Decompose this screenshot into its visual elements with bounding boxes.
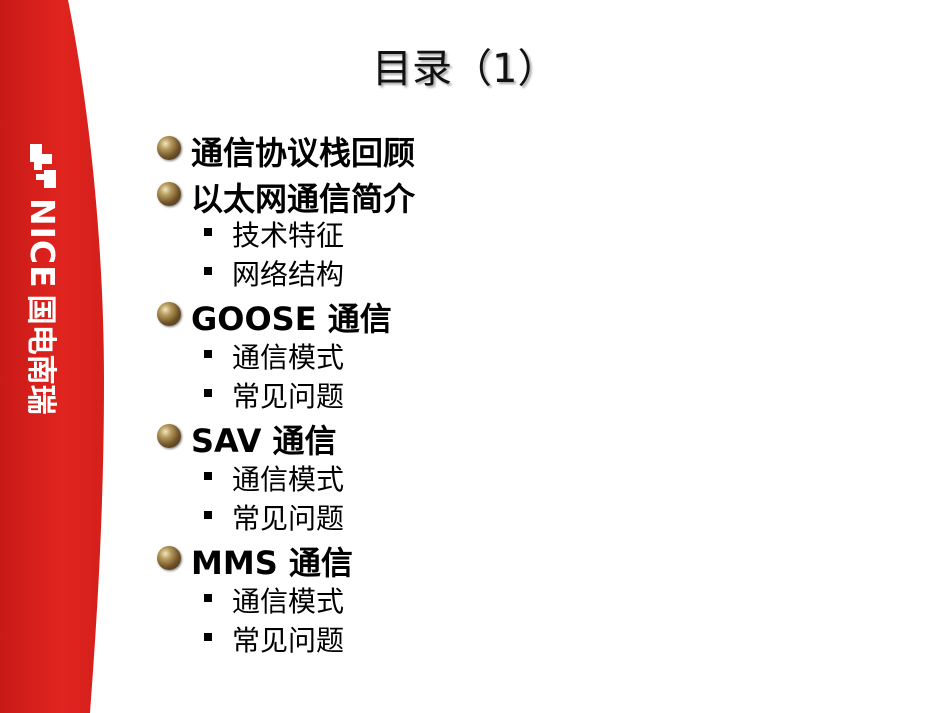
square-bullet-icon [204, 267, 212, 275]
square-bullet-icon [204, 350, 212, 358]
outline-text: GOOSE 通信 [191, 300, 392, 338]
sphere-bullet-icon [157, 546, 181, 570]
outline-text: 常见问题 [232, 380, 345, 413]
outline-text: 通信模式 [232, 341, 345, 374]
outline-text: 技术特征 [232, 219, 345, 252]
sphere-bullet-icon [157, 136, 181, 160]
outline-text: MMS 通信 [191, 544, 353, 582]
red-side-band [0, 0, 120, 713]
nari-logo-icon [30, 144, 56, 188]
brand-name: NICE [23, 198, 62, 289]
square-bullet-icon [204, 594, 212, 602]
sphere-bullet-icon [157, 424, 181, 448]
brand-wordmark: NICE 国电南瑞 [22, 198, 66, 415]
outline-text: 网络结构 [232, 258, 345, 291]
outline-text: 通信模式 [232, 585, 345, 618]
outline-text: 常见问题 [232, 502, 345, 535]
brand-logo: NICE 国电南瑞 [18, 140, 68, 440]
outline-text: 通信协议栈回顾 [191, 134, 416, 172]
square-bullet-icon [204, 633, 212, 641]
outline-text: 常见问题 [232, 624, 345, 657]
outline-text: 以太网通信简介 [191, 180, 416, 218]
side-band-shape [0, 0, 104, 713]
brand-name-cn: 国电南瑞 [23, 294, 58, 415]
square-bullet-icon [204, 472, 212, 480]
slide-title: 目录（1） [372, 46, 558, 92]
square-bullet-icon [204, 228, 212, 236]
sphere-bullet-icon [157, 302, 181, 326]
outline-text: SAV 通信 [191, 422, 337, 460]
square-bullet-icon [204, 389, 212, 397]
outline-text: 通信模式 [232, 463, 345, 496]
sphere-bullet-icon [157, 182, 181, 206]
square-bullet-icon [204, 511, 212, 519]
